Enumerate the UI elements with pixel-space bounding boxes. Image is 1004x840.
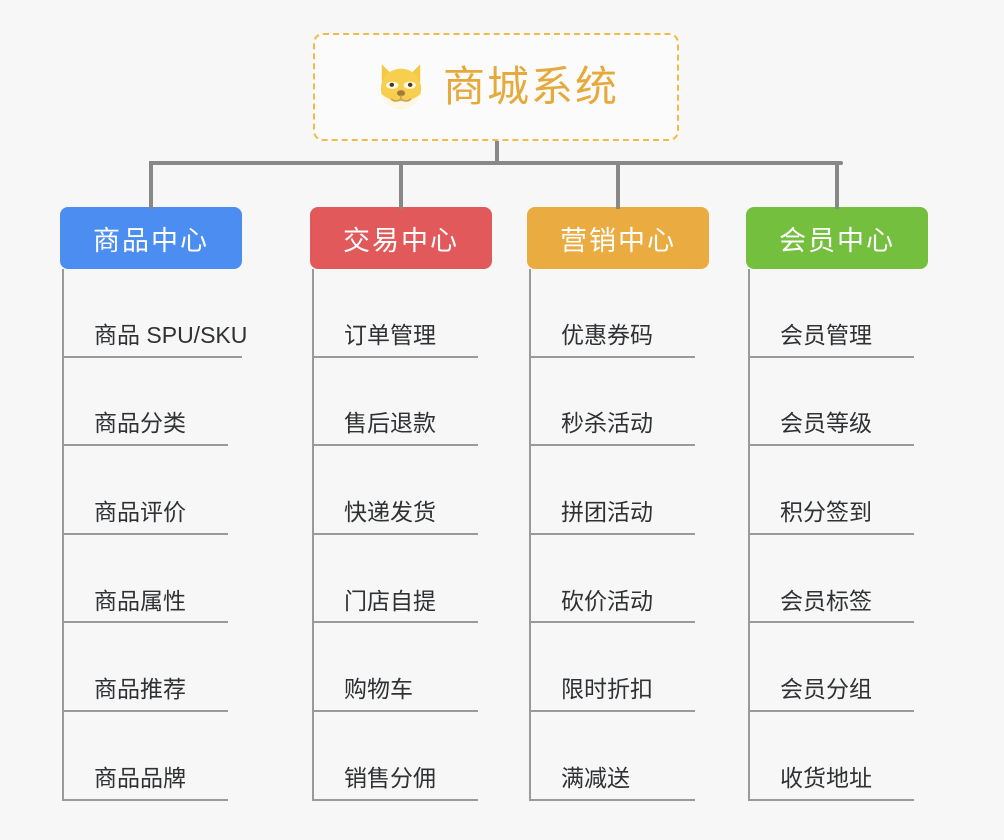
list-item[interactable]: 商品推荐: [62, 623, 242, 712]
branch-drop-connector-2: [399, 161, 403, 209]
leaf-list-4: 会员管理 会员等级 积分签到 会员标签 会员分组 收货地址: [746, 269, 928, 801]
leaf-label: 满减送: [531, 764, 695, 801]
leaf-label: 秒杀活动: [531, 409, 695, 447]
leaf-label: 购物车: [314, 675, 478, 712]
leaf-label: 门店自提: [314, 587, 478, 624]
branch-header-4[interactable]: 会员中心: [746, 207, 928, 269]
leaf-label: 商品分类: [64, 409, 228, 447]
leaf-label: 优惠券码: [531, 321, 695, 358]
leaf-label: 售后退款: [314, 409, 478, 447]
leaf-label: 商品品牌: [64, 764, 228, 801]
leaf-label: 销售分佣: [314, 764, 478, 801]
list-item[interactable]: 收货地址: [748, 711, 928, 801]
branch-header-label-4: 会员中心: [779, 225, 895, 256]
list-item[interactable]: 秒杀活动: [529, 357, 709, 447]
branch-header-3[interactable]: 营销中心: [527, 207, 709, 269]
root-title: 商城系统: [442, 63, 619, 110]
leaf-label: 砍价活动: [531, 587, 695, 624]
root-node[interactable]: 商城系统: [313, 33, 679, 141]
branch-drop-connector-1: [149, 161, 153, 209]
leaf-label: 商品 SPU/SKU: [64, 321, 247, 358]
leaf-label: 会员等级: [750, 409, 914, 447]
branch-header-1[interactable]: 商品中心: [60, 207, 242, 269]
leaf-label: 商品推荐: [64, 675, 228, 712]
leaf-label: 拼团活动: [531, 498, 695, 535]
branch-drop-connector-4: [835, 161, 839, 209]
leaf-list-3: 优惠券码 秒杀活动 拼团活动 砍价活动 限时折扣 满减送: [527, 269, 709, 801]
list-item[interactable]: 订单管理: [312, 269, 492, 358]
list-item[interactable]: 会员标签: [748, 534, 928, 624]
list-item[interactable]: 会员等级: [748, 357, 928, 447]
leaf-label: 商品属性: [64, 587, 228, 624]
leaf-label: 会员分组: [750, 675, 914, 712]
leaf-list-2: 订单管理 售后退款 快递发货 门店自提 购物车 销售分佣: [310, 269, 492, 801]
leaf-label: 会员标签: [750, 587, 914, 624]
list-item[interactable]: 优惠券码: [529, 269, 709, 358]
branch-column-3: 营销中心 优惠券码 秒杀活动 拼团活动 砍价活动 限时折扣 满减送: [527, 161, 709, 801]
leaf-label: 限时折扣: [531, 675, 695, 712]
branch-header-2[interactable]: 交易中心: [310, 207, 492, 269]
list-item[interactable]: 限时折扣: [529, 623, 709, 712]
list-item[interactable]: 商品 SPU/SKU: [62, 269, 247, 358]
leaf-label: 会员管理: [750, 321, 914, 358]
list-item[interactable]: 会员管理: [748, 269, 928, 358]
leaf-label: 订单管理: [314, 321, 478, 358]
list-item[interactable]: 会员分组: [748, 623, 928, 712]
list-item[interactable]: 满减送: [529, 711, 709, 801]
list-item[interactable]: 快递发货: [312, 446, 492, 535]
list-item[interactable]: 销售分佣: [312, 711, 492, 801]
leaf-label: 收货地址: [750, 764, 914, 801]
list-item[interactable]: 积分签到: [748, 446, 928, 535]
list-item[interactable]: 拼团活动: [529, 446, 709, 535]
branch-column-1: 商品中心 商品 SPU/SKU 商品分类 商品评价 商品属性 商品推荐 商品品牌: [60, 161, 247, 801]
list-item[interactable]: 售后退款: [312, 357, 492, 447]
list-item[interactable]: 购物车: [312, 623, 492, 712]
branch-column-4: 会员中心 会员管理 会员等级 积分签到 会员标签 会员分组 收货地址: [746, 161, 928, 801]
list-item[interactable]: 砍价活动: [529, 534, 709, 624]
branch-header-label-2: 交易中心: [343, 225, 459, 256]
leaf-list-1: 商品 SPU/SKU 商品分类 商品评价 商品属性 商品推荐 商品品牌: [60, 269, 247, 801]
branch-bus-connector: [149, 161, 843, 165]
branch-header-label-1: 商品中心: [93, 225, 209, 256]
root-stem-connector: [495, 141, 499, 164]
list-item[interactable]: 商品品牌: [62, 711, 242, 801]
branch-column-2: 交易中心 订单管理 售后退款 快递发货 门店自提 购物车 销售分佣: [310, 161, 492, 801]
list-item[interactable]: 商品评价: [62, 446, 242, 535]
leaf-label: 商品评价: [64, 498, 228, 535]
list-item[interactable]: 商品分类: [62, 357, 242, 447]
leaf-label: 快递发货: [314, 498, 478, 535]
branch-drop-connector-3: [616, 161, 620, 209]
list-item[interactable]: 商品属性: [62, 534, 242, 624]
dog-face-icon: [380, 64, 422, 109]
branch-header-label-3: 营销中心: [560, 225, 676, 256]
list-item[interactable]: 门店自提: [312, 534, 492, 624]
leaf-label: 积分签到: [750, 498, 914, 535]
